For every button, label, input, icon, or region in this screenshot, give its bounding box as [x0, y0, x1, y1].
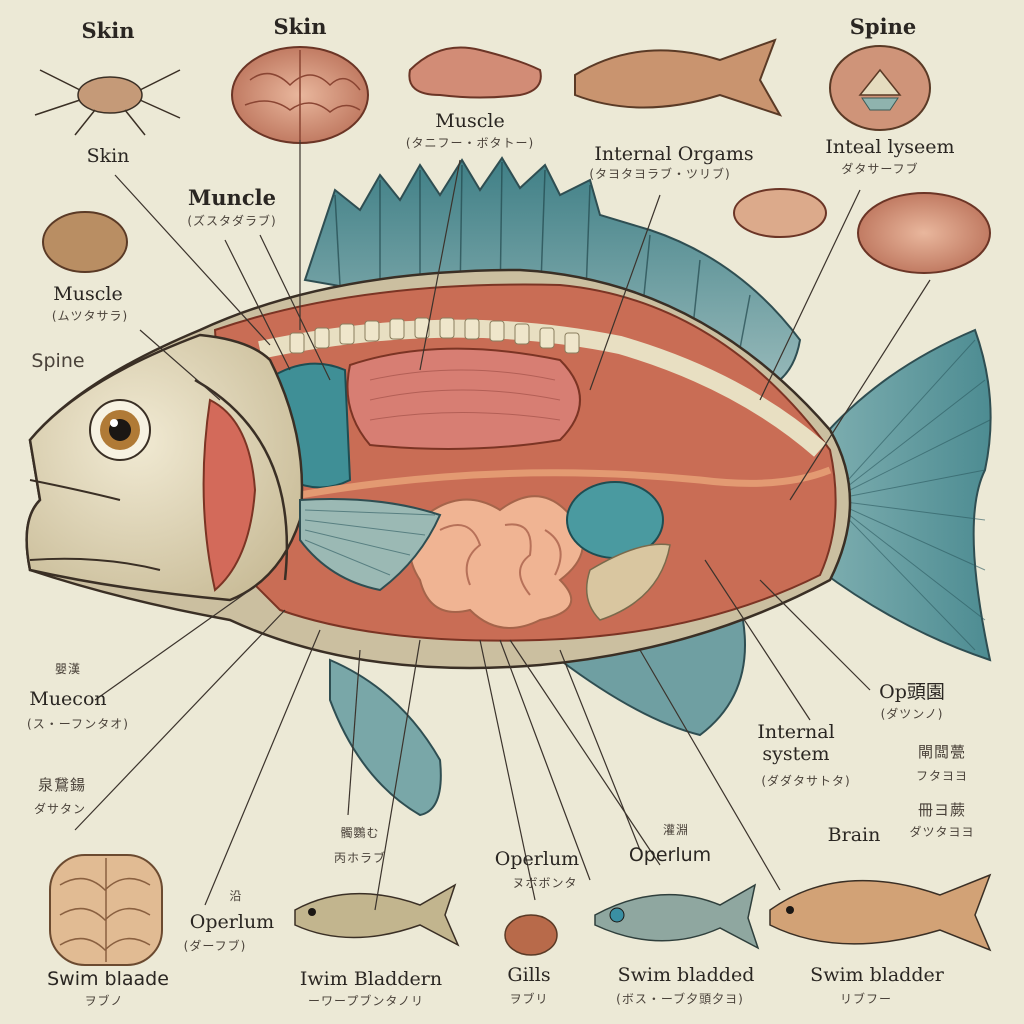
label-operlum-right-jp: 灌淵	[662, 823, 690, 837]
fish-fillet-illustration	[574, 38, 783, 117]
gill-pebble	[504, 914, 558, 956]
label-muncle: Muncle	[188, 185, 276, 210]
brain-illustration-top	[231, 46, 369, 144]
label-swim-blaade-sub: ヲブノ	[84, 994, 124, 1008]
label-iwim-bladdern: Iwim Bladdern	[299, 968, 443, 990]
label-muscle-top: Muscle	[435, 110, 505, 132]
label-spine-top-right: Spine	[849, 14, 917, 39]
fish-mouth	[29, 479, 121, 501]
label-center-jp: 髑鸚む	[340, 826, 380, 840]
intestines	[409, 495, 584, 629]
label-swim-bladder-sub: リブフー	[839, 992, 893, 1006]
label-skin-left: Skin	[86, 145, 130, 167]
label-swim-blaade: Swim blaade	[47, 968, 169, 990]
label-right-jp: 閘闆甍	[917, 743, 967, 761]
label-internal-organs-sub: (タヨタヨラブ・ツリブ)	[589, 167, 731, 181]
label-left-jp-sub: ダサタン	[33, 802, 87, 816]
label-inteal-lyseem: Inteal lyseem	[825, 136, 955, 158]
label-right-jp2-sub: ダツタヨヨ	[909, 825, 975, 839]
label-brain: Brain	[827, 824, 881, 846]
label-operlum-left-sub: (ダーフブ)	[183, 939, 247, 953]
label-internal-organs: Internal Orgams	[594, 143, 754, 165]
label-operlum-center-sub: ヌボボンタ	[512, 876, 578, 890]
label-right-jp-sub: フタヨヨ	[915, 769, 969, 783]
gills	[202, 398, 257, 592]
label-swim-bladder: Swim bladder	[810, 964, 944, 986]
label-spine-left: Spine	[31, 350, 85, 372]
label-operlum-left-jp: 沿	[229, 889, 243, 903]
label-muncle-sub: (ズスタダラブ)	[187, 214, 277, 228]
brain-illustration-bottom	[49, 854, 163, 966]
label-muscle-left-sub: (ムツタサラ)	[51, 309, 129, 323]
label-gills-sub: ヲブリ	[509, 992, 549, 1006]
label-internal-system: Internal system	[757, 721, 835, 765]
main-fish	[25, 156, 992, 817]
label-muscon-sub: (ス・ーフンタオ)	[27, 717, 129, 731]
label-right-jp2: 冊ヨ蕨	[917, 801, 967, 819]
small-fish-1	[294, 883, 460, 947]
fish-head	[25, 333, 304, 602]
spine-cross-section-illustration	[829, 45, 931, 131]
label-opbel: Op頭園	[879, 681, 945, 703]
label-swim-bladded-sub: (ボス・ーブ夕頭夕ヨ)	[616, 992, 744, 1006]
label-muscon: Muecon	[29, 688, 107, 710]
small-fish-3	[769, 873, 992, 952]
label-iwim-bladdern-sub: ーワープブンタノリ	[308, 994, 424, 1008]
pectoral-fin	[299, 498, 442, 592]
label-operlum-left: Operlum	[189, 911, 275, 933]
label-opbel-sub: (ダツンノ)	[880, 707, 944, 721]
organ-illustration-1	[733, 188, 827, 238]
label-left-jp: 泉鵞鍚	[37, 776, 87, 794]
label-skin-top-left: Skin	[81, 18, 135, 43]
label-swim-bladded: Swim bladded	[617, 964, 755, 986]
pelvic-fin	[329, 658, 442, 817]
label-inteal-lyseem-sub: ダタサーフブ	[841, 162, 919, 176]
leader-lines	[74, 140, 931, 911]
organ-illustration-3	[42, 211, 128, 273]
label-muscle-left: Muscle	[53, 283, 123, 305]
label-operlum-right: Operlum	[628, 844, 712, 866]
muscle-illustration	[408, 46, 542, 99]
vertebral-column	[258, 317, 826, 457]
small-fish-2	[594, 883, 760, 950]
label-skin-top-center: Skin	[273, 14, 327, 39]
label-muscle-top-sub: (タニフー・ボタトー)	[405, 136, 535, 150]
label-muscon-jp: 嬰漢	[54, 662, 82, 676]
label-center-jp-sub: 丙ホラブ	[333, 851, 387, 865]
label-operlum-center: Operlum	[494, 848, 580, 870]
label-internal-system-sub: (ダダタサトタ)	[761, 774, 851, 788]
liver	[346, 347, 581, 450]
caudal-fin	[819, 328, 992, 662]
label-gills: Gills	[507, 964, 551, 986]
skin-specimen-illustration	[34, 69, 181, 136]
organ-illustration-2	[857, 192, 991, 274]
